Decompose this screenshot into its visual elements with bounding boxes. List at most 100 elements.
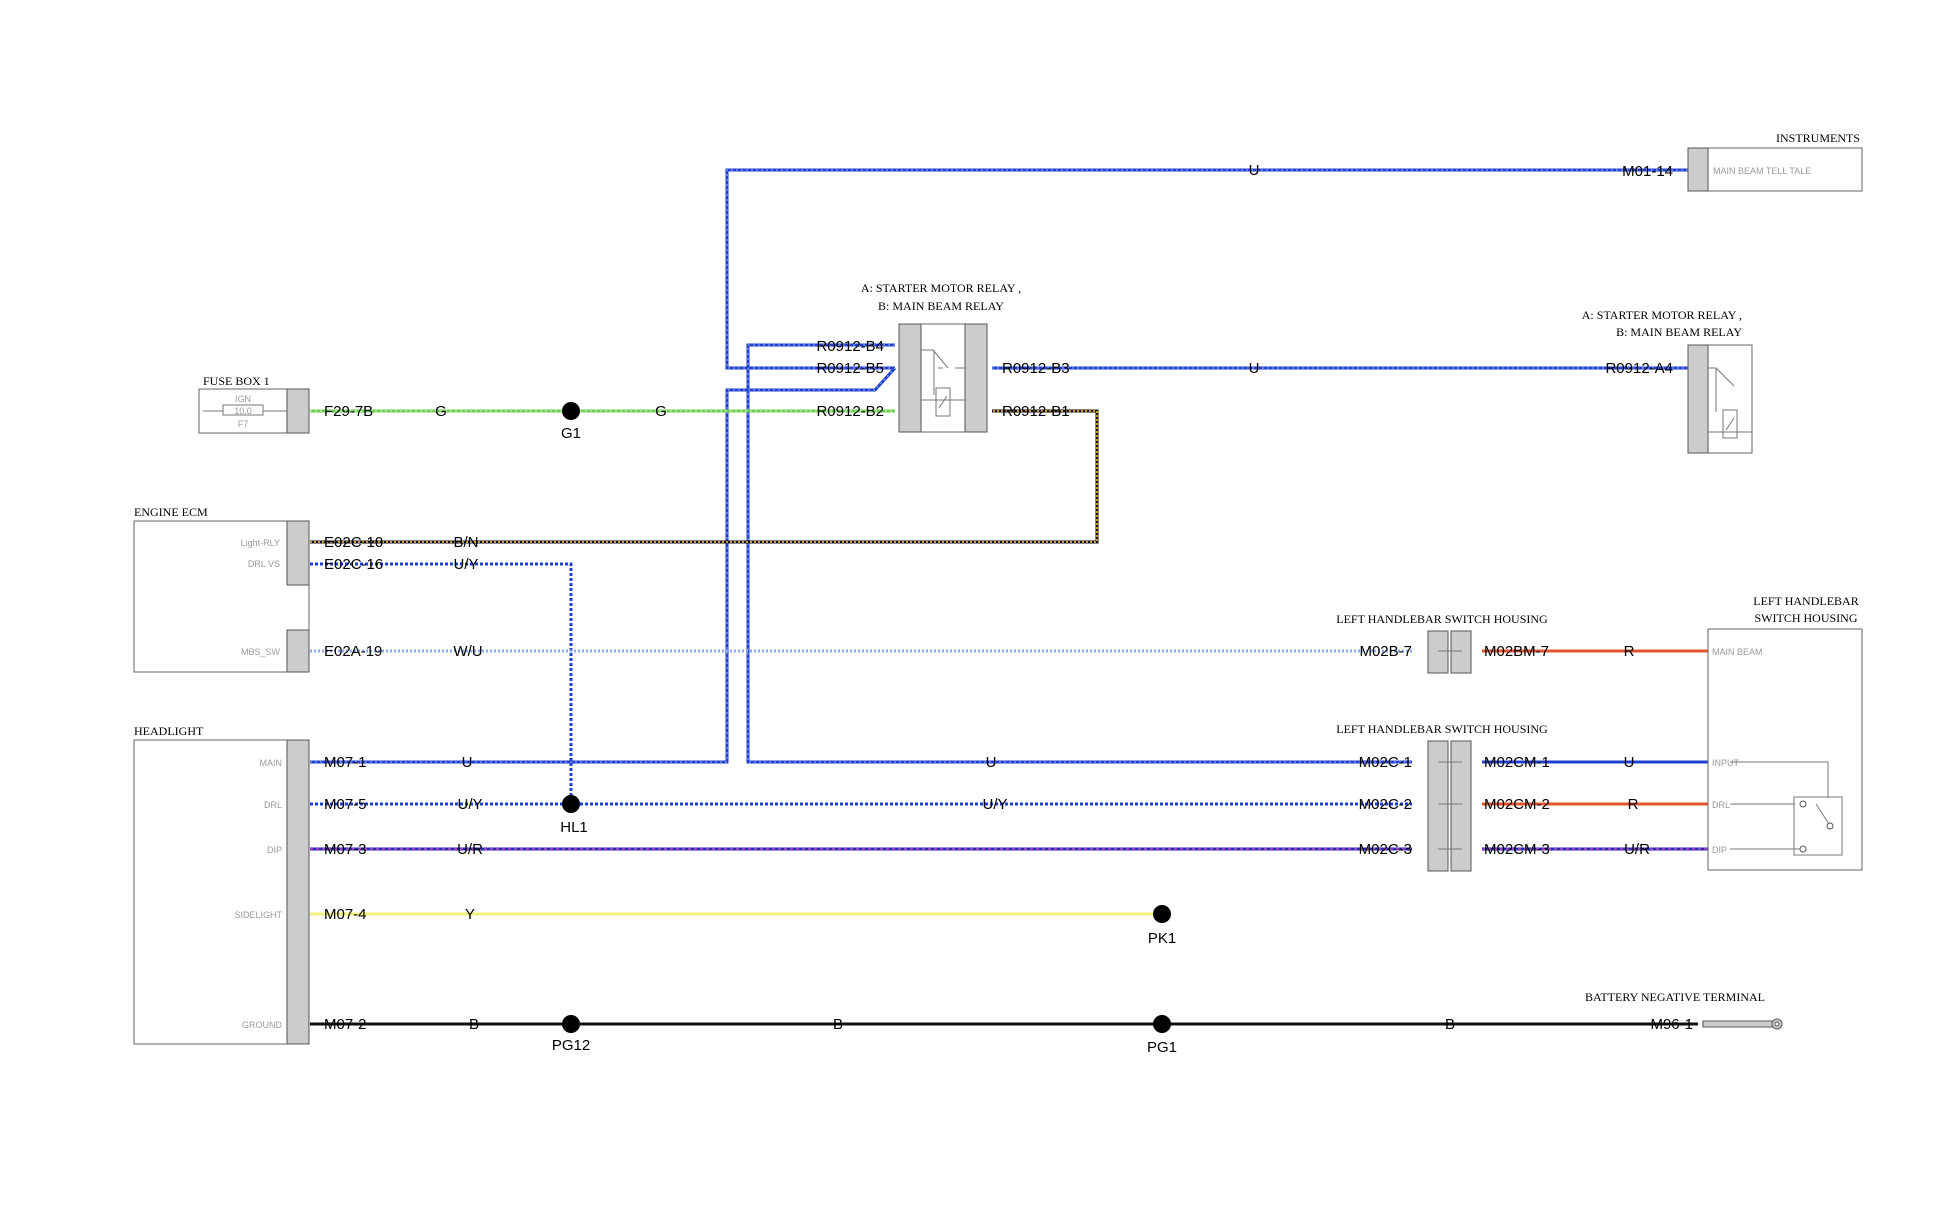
fuse-icon	[222, 404, 264, 416]
switch-housing-right-title-1: LEFT HANDLEBAR	[1753, 594, 1858, 608]
pin-e02c-10: E02C-10	[324, 534, 383, 551]
fuse-ign-label: IGN	[235, 394, 251, 404]
headlight-title: HEADLIGHT	[134, 724, 204, 738]
wire-code-switch-u: U	[1624, 754, 1635, 771]
splice-g1-dot	[562, 402, 580, 420]
pin-f29-7b: F29-7B	[324, 403, 373, 420]
wire-code-gnd-b1: B	[469, 1016, 479, 1033]
splice-hl1-dot	[562, 795, 580, 813]
wire-code-side-y: Y	[465, 906, 475, 923]
wire-code-switch-r1: R	[1624, 643, 1635, 660]
instruments-title: INSTRUMENTS	[1776, 131, 1860, 145]
wire-code-gnd-b2: B	[833, 1016, 843, 1033]
relay-right-component: A: STARTER MOTOR RELAY , B: MAIN BEAM RE…	[1582, 308, 1753, 454]
pin-m96-1: M96-1	[1650, 1016, 1693, 1033]
switch-housing-2-title: LEFT HANDLEBAR SWITCH HOUSING	[1336, 722, 1548, 736]
ecm-pin-light-rly: Light-RLY	[241, 538, 280, 548]
splice-pg1-label: PG1	[1147, 1039, 1177, 1056]
fuse-box-component: FUSE BOX 1 IGN 10.0 F7 F29-7B	[198, 374, 373, 434]
battery-component: BATTERY NEGATIVE TERMINAL M96-1	[1585, 990, 1783, 1033]
pin-r0912-b4: R0912-B4	[816, 338, 884, 355]
wire-code-switch-r2: R	[1628, 796, 1639, 813]
fuse-rating-label: 10.0	[234, 406, 252, 416]
pin-m02cm-3: M02CM-3	[1484, 841, 1550, 858]
ecm-pin-mbs-sw: MBS_SW	[241, 647, 281, 657]
headlight-pin-main: MAIN	[260, 758, 283, 768]
pin-m02c-3: M02C-3	[1359, 841, 1412, 858]
relay-center-switch-icon	[921, 349, 965, 401]
pin-r0912-b5: R0912-B5	[816, 360, 884, 377]
pin-m07-3: M07-3	[324, 841, 367, 858]
pin-m01-14: M01-14	[1622, 163, 1673, 180]
splice-pg1-dot	[1153, 1015, 1171, 1033]
pin-m02b-7: M02B-7	[1359, 643, 1412, 660]
wire-code-hl-main-u: U	[462, 754, 473, 771]
wire-code-instr-u: U	[1249, 162, 1260, 179]
wire-code-fuse-g2: G	[655, 403, 667, 420]
wire-code-hl-drl-uy: U/Y	[457, 796, 482, 813]
wire-ecm-drl-vs	[310, 562, 573, 804]
headlight-pin-drl: DRL	[264, 800, 282, 810]
switch-housing-1-title: LEFT HANDLEBAR SWITCH HOUSING	[1336, 612, 1548, 626]
relay-center-title-1: A: STARTER MOTOR RELAY ,	[861, 281, 1021, 295]
wire-code-gnd-b3: B	[1445, 1016, 1455, 1033]
headlight-pin-ground: GROUND	[242, 1020, 282, 1030]
pin-m02c-1: M02C-1	[1359, 754, 1412, 771]
relay-right-switch-icon	[1708, 367, 1752, 433]
relay-right-title-1: A: STARTER MOTOR RELAY ,	[1582, 308, 1742, 322]
fuse-box-title: FUSE BOX 1	[203, 374, 270, 388]
relay-center-component: A: STARTER MOTOR RELAY , B: MAIN BEAM RE…	[816, 281, 1070, 433]
pin-m02cm-2: M02CM-2	[1484, 796, 1550, 813]
relay-right-title-2: B: MAIN BEAM RELAY	[1616, 325, 1742, 339]
relay-center-title-2: B: MAIN BEAM RELAY	[878, 299, 1004, 313]
switch-housing-right-component: LEFT HANDLEBAR SWITCH HOUSING MAIN BEAM …	[1707, 594, 1863, 871]
splice-pk1-label: PK1	[1148, 930, 1176, 947]
fuse-id-label: F7	[238, 419, 249, 429]
splice-g1-label: G1	[561, 425, 581, 442]
engine-ecm-component: ENGINE ECM Light-RLY DRL VS MBS_SW E02C-…	[133, 505, 383, 673]
wires	[310, 168, 1708, 1026]
wire-code-relay-u: U	[1249, 360, 1260, 377]
splice-pk1-dot	[1153, 905, 1171, 923]
pin-m07-1: M07-1	[324, 754, 367, 771]
instruments-component: INSTRUMENTS MAIN BEAM TELL TALE M01-14	[1622, 131, 1863, 192]
battery-terminal-icon	[1702, 1020, 1774, 1028]
headlight-pin-dip: DIP	[267, 845, 282, 855]
wire-codes: U U G G B/N U/Y W/U R U U U U/Y U/Y R U/…	[435, 162, 1650, 1033]
pin-m07-4: M07-4	[324, 906, 367, 923]
splice-hl1-label: HL1	[560, 819, 588, 836]
ecm-pin-drl-vs: DRL VS	[248, 559, 280, 569]
pin-r0912-b3: R0912-B3	[1002, 360, 1070, 377]
wire-code-main-u-mid: U	[986, 754, 997, 771]
switch-right-pin-drl: DRL	[1712, 800, 1730, 810]
wire-code-ecm-wu: W/U	[453, 643, 482, 660]
dip-switch-icon	[1730, 761, 1829, 850]
pin-e02c-16: E02C-16	[324, 556, 383, 573]
wire-code-switch-ur: U/R	[1624, 841, 1650, 858]
splice-pg12-label: PG12	[552, 1037, 590, 1054]
switch-housing-2-component: LEFT HANDLEBAR SWITCH HOUSING M02C-1 M02…	[1336, 722, 1550, 872]
splice-pg12-dot	[562, 1015, 580, 1033]
pin-m07-2: M07-2	[324, 1016, 367, 1033]
pin-m02bm-7: M02BM-7	[1484, 643, 1549, 660]
headlight-component: HEADLIGHT MAIN DRL DIP SIDELIGHT GROUND …	[133, 724, 367, 1045]
main-beam-tell-tale-label: MAIN BEAM TELL TALE	[1713, 166, 1811, 176]
switch-housing-1-component: LEFT HANDLEBAR SWITCH HOUSING M02B-7 M02…	[1336, 612, 1549, 674]
wire-code-drl-uy-mid: U/Y	[982, 796, 1007, 813]
pin-r0912-a4: R0912-A4	[1605, 360, 1673, 377]
pin-m02c-2: M02C-2	[1359, 796, 1412, 813]
wire-code-hl-dip-ur: U/R	[457, 841, 483, 858]
headlight-pin-sidelight: SIDELIGHT	[234, 910, 282, 920]
wire-code-ecm-uy: U/Y	[453, 556, 478, 573]
pin-e02a-19: E02A-19	[324, 643, 382, 660]
pin-r0912-b2: R0912-B2	[816, 403, 884, 420]
battery-title: BATTERY NEGATIVE TERMINAL	[1585, 990, 1765, 1004]
switch-housing-right-title-2: SWITCH HOUSING	[1755, 611, 1858, 625]
pin-m07-5: M07-5	[324, 796, 367, 813]
pin-r0912-b1: R0912-B1	[1002, 403, 1070, 420]
splices: G1 HL1 PK1 PG12 PG1	[552, 402, 1177, 1056]
wire-code-fuse-g1: G	[435, 403, 447, 420]
wire-code-ecm-bn: B/N	[453, 534, 478, 551]
pin-m02cm-1: M02CM-1	[1484, 754, 1550, 771]
